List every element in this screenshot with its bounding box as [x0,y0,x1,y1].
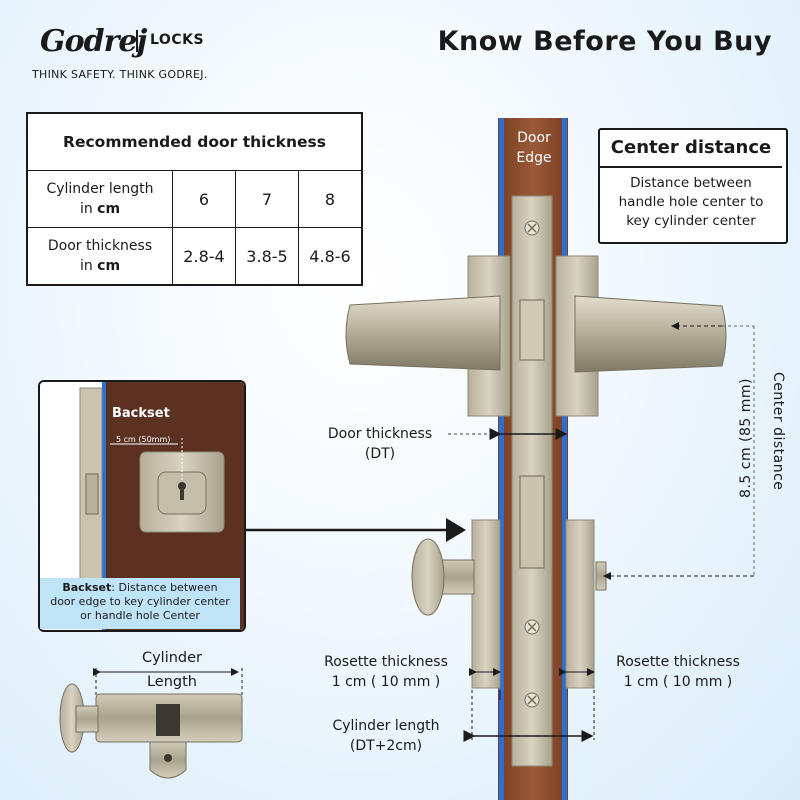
door-thickness-cell: 4.8-6 [298,227,363,286]
cylinder-length-cell: 6 [172,170,236,228]
door-thickness-label: Door thickness(DT) [327,426,433,462]
dead-bolt [519,475,545,569]
cylinder-label: Cylinder [141,650,203,666]
cylinder-length-cell: 7 [235,170,299,228]
backset-caption: Backset: Distance between door edge to k… [40,578,240,629]
backset-dimension: 5 cm (50mm) [116,435,171,444]
lower-rosette-left [471,519,501,689]
door-thickness-cell: 2.8-4 [172,227,236,286]
brand-tagline: THINK SAFETY. THINK GODREJ. [32,68,208,81]
center-distance-box [598,128,788,244]
thickness-table-title: Recommended door thickness [26,112,363,171]
brand-divider [136,30,138,52]
cylinder-length-row-label: Cylinder length in cm [26,170,173,228]
center-distance-value: 8.5 cm (85 mm) [738,378,754,498]
godrej-logo: Godrej [40,24,147,59]
lower-rosette-right [565,519,595,689]
euro-cylinder-cam [156,704,180,736]
inset-pointer-arrow [446,518,466,542]
latch-bolt [519,299,545,361]
page-title: Know Before You Buy [437,26,772,57]
door-edge-line-right [562,118,567,800]
cylinder-length-word: Length [146,674,197,690]
center-distance-description: Distance between handle hole center to k… [618,175,764,229]
cylinder-length-cell: 8 [298,170,363,228]
door-edge-line-left [499,118,504,800]
lever-handle-right [574,295,727,373]
center-distance-title: Center distance [600,130,782,168]
door-thickness-row-label: Door thickness in cm [26,227,173,286]
center-distance-vertical-label: Center distance [770,372,786,491]
backset-title: Backset [112,406,170,421]
thumb-turn-knob [411,538,445,616]
thickness-table: Recommended door thickness Cylinder leng… [26,112,363,286]
lever-handle-left [345,295,501,371]
brand-category: LOCKS [150,32,205,48]
door-thickness-cell: 3.8-5 [235,227,299,286]
cylinder-length-label: Cylinder length(DT+2cm) [332,718,440,754]
